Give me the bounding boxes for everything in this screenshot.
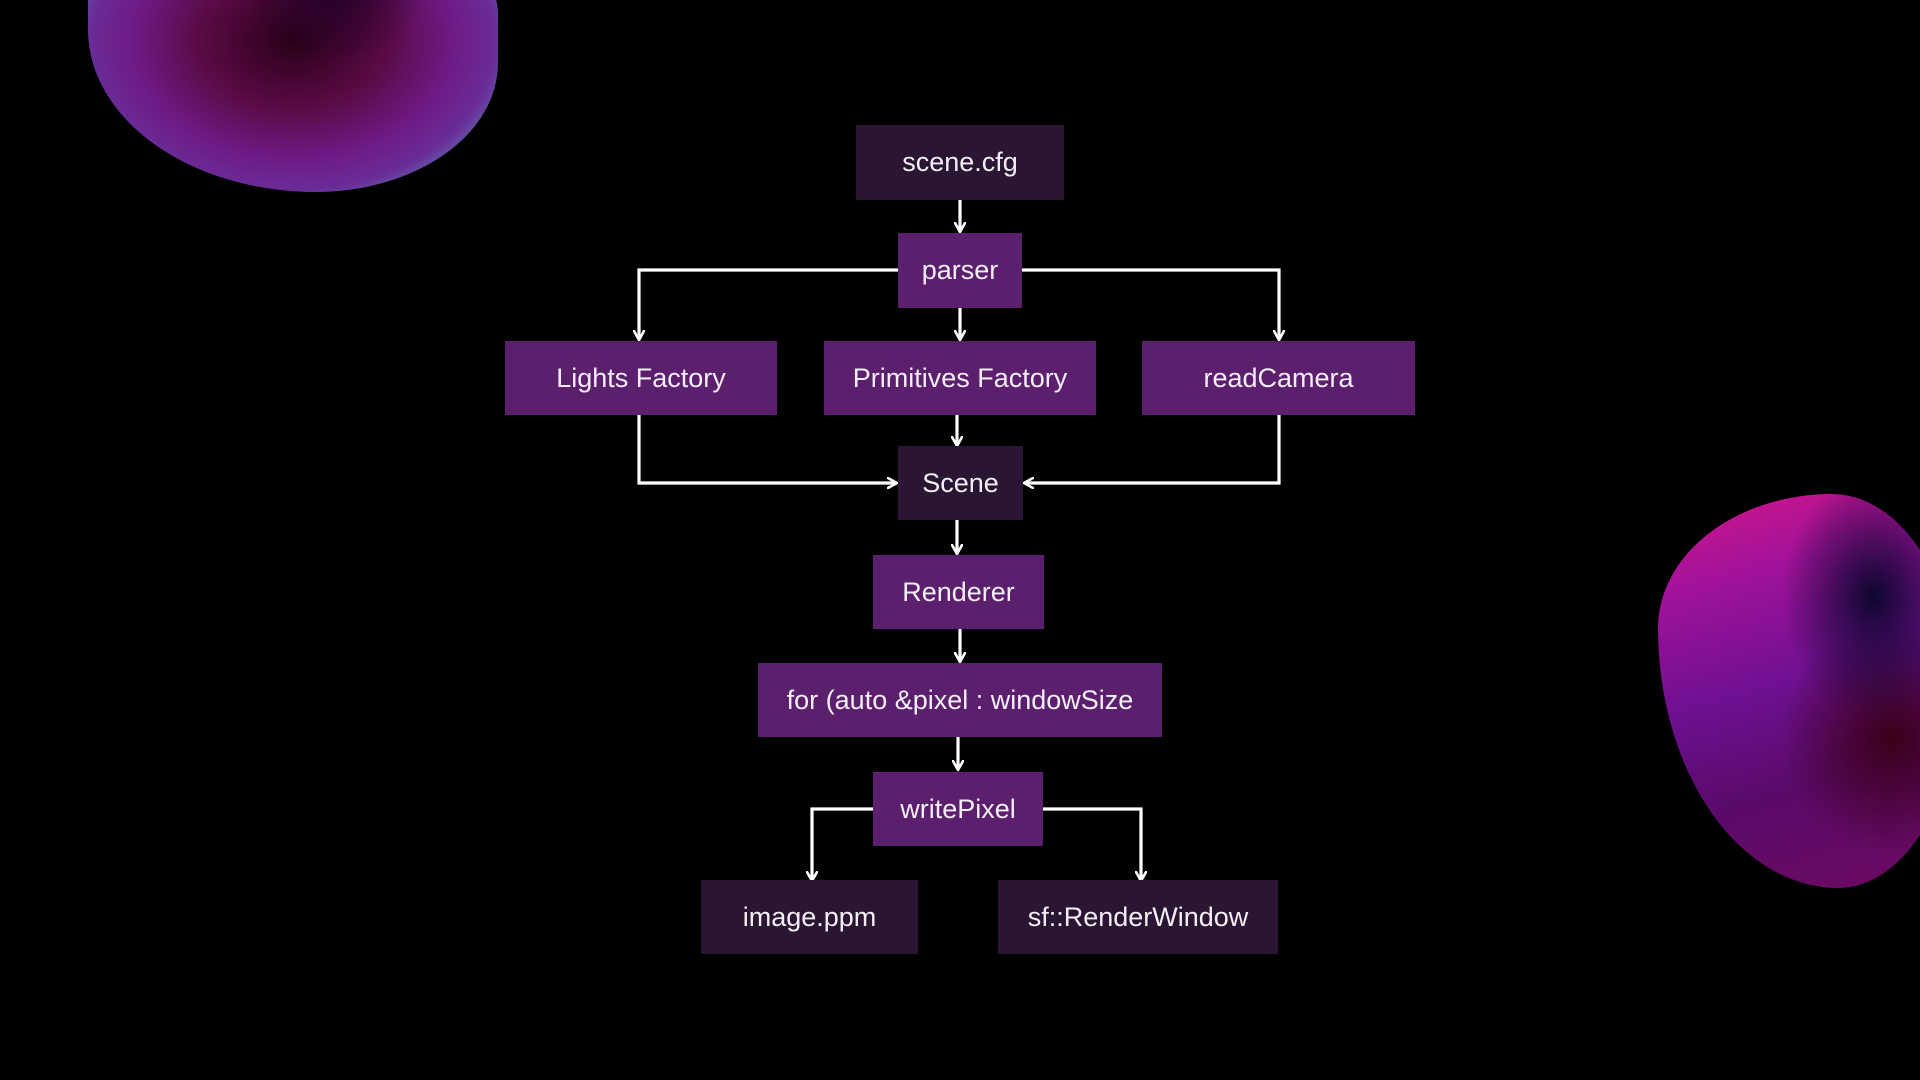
node-render-window: sf::RenderWindow <box>998 880 1278 954</box>
arrow-readcamera-to-scene <box>1024 415 1281 483</box>
arrow-lights-factory-to-scene <box>637 415 897 483</box>
node-lights-factory: Lights Factory <box>505 341 777 415</box>
node-image-ppm: image.ppm <box>701 880 918 954</box>
node-scene: Scene <box>898 446 1023 520</box>
node-primitives-factory: Primitives Factory <box>824 341 1096 415</box>
node-read-camera: readCamera <box>1142 341 1415 415</box>
node-scene-cfg: scene.cfg <box>856 125 1064 200</box>
node-renderer: Renderer <box>873 555 1044 629</box>
node-for-loop: for (auto &pixel : windowSize <box>758 663 1162 737</box>
arrow-parser-to-lights-factory <box>639 268 898 340</box>
arrow-writepixel-to-renderwindow <box>1042 807 1141 881</box>
arrow-parser-to-readcamera <box>1022 268 1279 340</box>
node-parser: parser <box>898 233 1022 308</box>
arrow-writepixel-to-image-ppm <box>812 807 873 881</box>
node-write-pixel: writePixel <box>873 772 1043 846</box>
